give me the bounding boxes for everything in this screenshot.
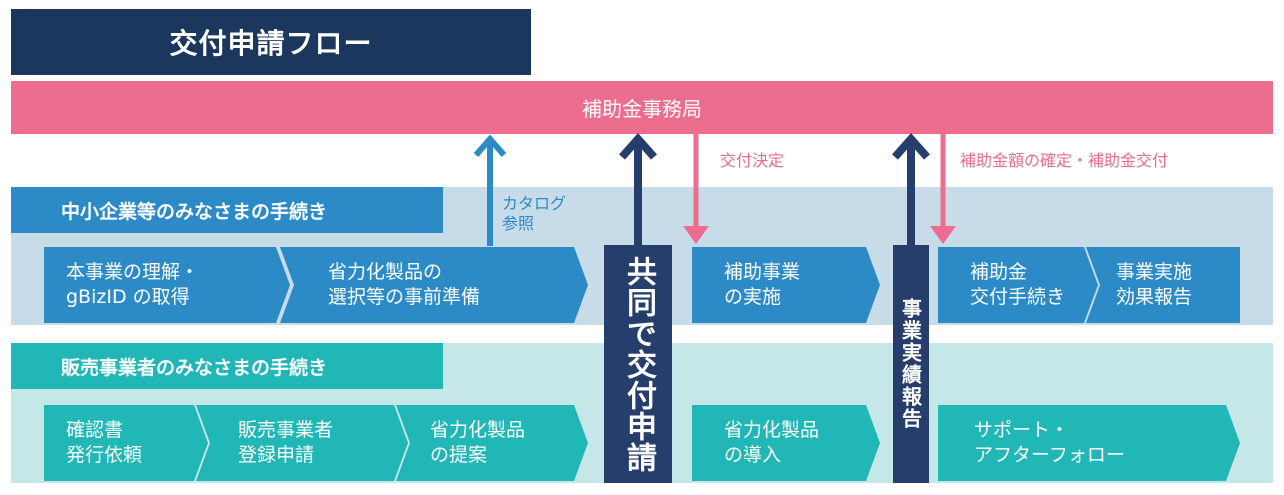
sales-step-proposal: 省力化製品の提案 <box>396 405 588 481</box>
sme-step-prepare: 省力化製品の選択等の事前準備 <box>280 247 588 323</box>
sme-step-effect-report: 事業実施効果報告 <box>1086 247 1240 323</box>
sme-section-label: 中小企業等のみなさまの手続き <box>11 187 443 233</box>
sales-step-introduction: 省力化製品の導入 <box>692 405 880 481</box>
decision-arrowhead <box>683 226 709 244</box>
sme-step-implement: 補助事業の実施 <box>692 247 880 323</box>
confirm-note: 補助金額の確定・補助金交付 <box>960 151 1169 170</box>
performance-report-bar: 事業実績報告 <box>893 245 929 483</box>
page-title: 交付申請フロー <box>11 9 531 75</box>
sales-step-support: サポート・アフターフォロー <box>938 405 1240 481</box>
decision-note: 交付決定 <box>720 151 785 170</box>
sales-section-label: 販売事業者のみなさまの手続き <box>11 343 443 389</box>
joint-application-bar: 共同で交付申請 <box>604 245 672 483</box>
sales-step-registration: 販売事業者登録申請 <box>196 405 408 481</box>
report-arrow <box>892 132 930 246</box>
sme-step-subsidy-procedure: 補助金交付手続き <box>938 247 1098 323</box>
confirm-arrowhead <box>930 226 956 244</box>
catalog-note: カタログ 参照 <box>502 194 567 233</box>
subsidy-office-bar: 補助金事務局 <box>11 81 1273 134</box>
catalog-arrow <box>473 134 507 246</box>
joint-application-arrow <box>619 132 657 246</box>
sme-step-understand: 本事業の理解・gBizID の取得 <box>44 247 290 323</box>
sales-step-confirmation: 確認書発行依頼 <box>44 405 208 481</box>
